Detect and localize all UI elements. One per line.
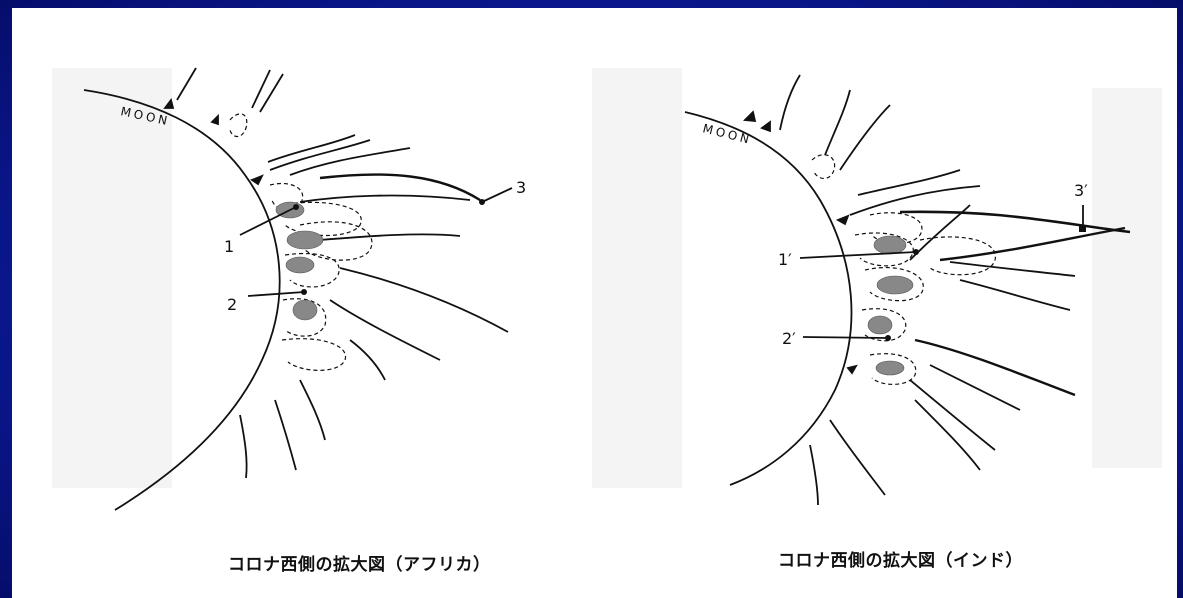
limb-tick: [846, 364, 858, 375]
streamer: [779, 74, 801, 131]
point-1: [913, 249, 919, 255]
leader-3: [481, 187, 513, 203]
leader-1: [239, 206, 297, 236]
point-3: [1079, 225, 1086, 232]
streamer: [349, 339, 386, 381]
streamer: [914, 338, 1076, 397]
moon-label: MOON: [119, 104, 171, 128]
streamer: [857, 169, 961, 196]
right-diagram-panel: MOON 1′ 2′ 3′ コロナ西側の拡大図（インド）: [600, 0, 1183, 598]
prominence: [875, 360, 905, 376]
limb-tick: [210, 113, 219, 126]
point-1: [293, 204, 299, 210]
streamer: [829, 419, 886, 496]
leader-2: [802, 336, 889, 339]
slide-page: [12, 8, 1177, 598]
label-3: 3′: [1074, 181, 1088, 200]
streamer: [274, 399, 297, 471]
loop: [864, 266, 924, 302]
point-2: [885, 335, 891, 341]
streamer: [319, 233, 461, 241]
streamer: [899, 210, 1131, 234]
label-2: 2: [227, 295, 237, 314]
prominence: [873, 235, 907, 255]
point-3: [479, 199, 485, 205]
limb-tick: [250, 174, 264, 186]
limb-tick: [760, 120, 771, 133]
loop: [854, 232, 914, 267]
leader-2: [247, 291, 305, 297]
streamer: [319, 173, 481, 202]
bleed-through-left: [52, 68, 172, 488]
streamer: [259, 73, 284, 113]
streamer: [289, 147, 411, 176]
loop: [229, 113, 248, 138]
prominence: [876, 275, 914, 295]
loop: [869, 212, 923, 245]
streamer: [849, 185, 981, 216]
limb-tick: [743, 110, 757, 123]
loop: [281, 338, 347, 371]
streamer: [839, 104, 891, 171]
streamer: [949, 261, 1076, 277]
point-2: [301, 289, 307, 295]
streamer: [251, 69, 271, 109]
bleed-through-mid: [592, 68, 682, 488]
streamer: [339, 267, 509, 333]
streamer: [809, 444, 819, 506]
loop: [869, 353, 917, 385]
streamer: [329, 299, 441, 361]
streamer: [267, 134, 356, 163]
loop: [919, 236, 996, 276]
streamer: [176, 67, 197, 101]
prominence: [285, 256, 315, 274]
streamer: [269, 139, 371, 171]
leader-1: [799, 251, 917, 259]
streamer: [299, 194, 471, 203]
label-3: 3: [516, 178, 526, 197]
streamer: [914, 399, 981, 471]
streamer: [939, 226, 1126, 262]
prominence: [292, 299, 318, 321]
prominence: [286, 230, 324, 250]
limb-tick: [835, 214, 850, 226]
caption-india: コロナ西側の拡大図（インド）: [778, 551, 1023, 571]
streamer: [929, 364, 1021, 411]
loop: [811, 154, 836, 180]
streamer: [959, 279, 1071, 311]
streamer: [824, 89, 851, 156]
moon-limb: [83, 89, 281, 511]
loop: [861, 308, 907, 342]
streamer: [299, 379, 326, 441]
prominence: [867, 315, 893, 335]
label-1: 1: [224, 237, 234, 256]
loop: [282, 298, 327, 337]
loop: [299, 221, 373, 261]
label-2: 2′: [782, 329, 796, 348]
bleed-through-right: [1092, 88, 1162, 468]
streamer: [239, 414, 248, 479]
left-diagram-panel: MOON 1 2 3 コロナ西側の拡大図（アフリカ）: [83, 67, 526, 575]
limb-tick: [163, 97, 175, 109]
loop: [284, 252, 340, 288]
moon-limb: [684, 111, 853, 486]
india-corona-drawing: MOON 1′ 2′ 3′: [684, 74, 1131, 506]
streamer: [909, 379, 996, 451]
label-1: 1′: [778, 250, 792, 269]
africa-corona-drawing: MOON 1 2 3: [83, 67, 526, 511]
caption-africa: コロナ西側の拡大図（アフリカ）: [228, 555, 491, 575]
